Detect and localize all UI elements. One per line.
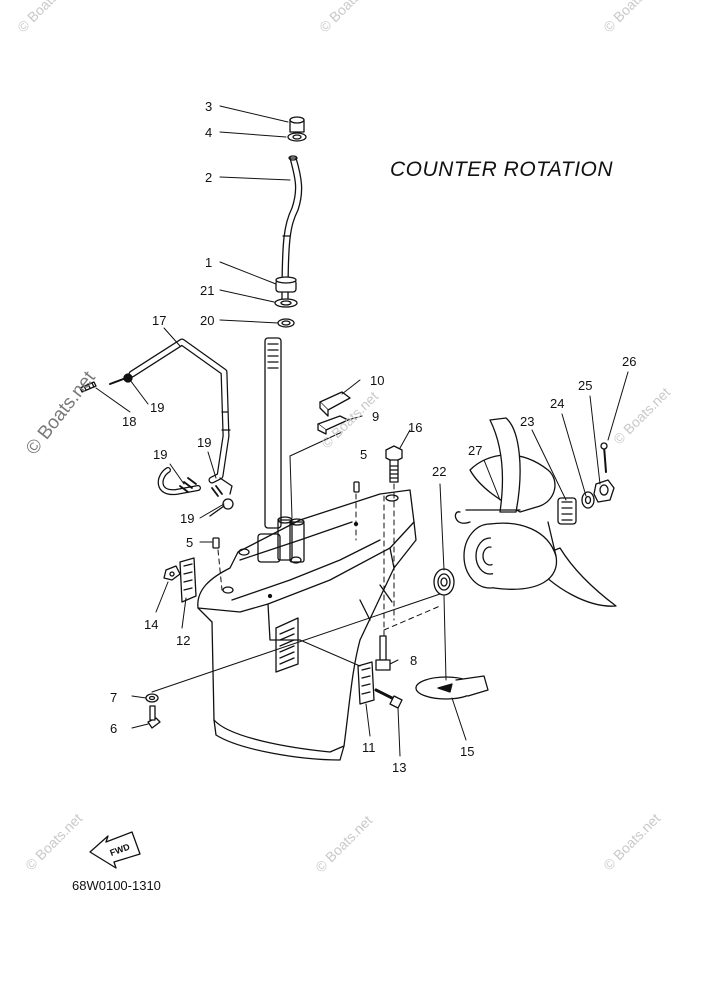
bolt-6-washer-7 [145, 693, 161, 729]
callout-5b: 5 [186, 535, 193, 550]
callout-11: 11 [362, 740, 376, 755]
pins-5 [212, 481, 360, 549]
callout-19b: 19 [197, 435, 211, 450]
callout-9: 9 [372, 409, 379, 424]
diagram-title: COUNTER ROTATION [390, 158, 614, 181]
callout-26: 26 [622, 354, 636, 369]
callout-25: 25 [578, 378, 592, 393]
callout-23: 23 [520, 414, 534, 429]
drive-shaft [264, 337, 282, 529]
bolt-8 [375, 635, 391, 671]
lower-casing [197, 489, 417, 761]
callout-12: 12 [176, 633, 190, 648]
fitting [79, 381, 97, 393]
callout-17: 17 [152, 313, 166, 328]
bolt-16 [385, 445, 403, 483]
hub-parts-23-26 [557, 442, 615, 525]
callout-20: 20 [200, 313, 214, 328]
callout-15: 15 [460, 744, 474, 759]
bracket-12-nut-14 [163, 557, 197, 603]
callout-8: 8 [410, 653, 417, 668]
plates-9-10 [317, 391, 351, 435]
leader-lines [95, 105, 629, 757]
dashed-lines [217, 483, 441, 637]
callout-27: 27 [468, 443, 482, 458]
callout-19d: 19 [180, 511, 194, 526]
callout-5a: 5 [360, 447, 367, 462]
callout-10: 10 [370, 373, 384, 388]
callout-4: 4 [205, 125, 212, 140]
callout-14: 14 [144, 617, 158, 632]
cooling-hose [128, 338, 233, 496]
thrust-washer-22 [433, 568, 455, 596]
callout-16: 16 [408, 420, 422, 435]
callout-19a: 19 [150, 400, 164, 415]
callout-2: 2 [205, 170, 212, 185]
callout-3: 3 [205, 99, 212, 114]
callout-22: 22 [432, 464, 446, 479]
callout-21: 21 [200, 283, 214, 298]
propeller [454, 417, 617, 607]
callout-6: 6 [110, 721, 117, 736]
callout-18: 18 [122, 414, 136, 429]
grommets [274, 116, 307, 328]
anode-11-bolt-13 [357, 661, 403, 709]
callout-24: 24 [550, 396, 564, 411]
diagram-code: 68W0100-1310 [72, 878, 161, 893]
callout-labels: 3 4 2 1 21 20 17 19 18 10 9 16 5 19 19 1… [110, 99, 636, 775]
callout-7: 7 [110, 690, 117, 705]
callout-19c: 19 [153, 447, 167, 462]
callout-13: 13 [392, 760, 406, 775]
fwd-arrow-icon: FWD [89, 831, 141, 869]
trim-tab-15 [415, 675, 489, 700]
callout-1: 1 [205, 255, 212, 270]
